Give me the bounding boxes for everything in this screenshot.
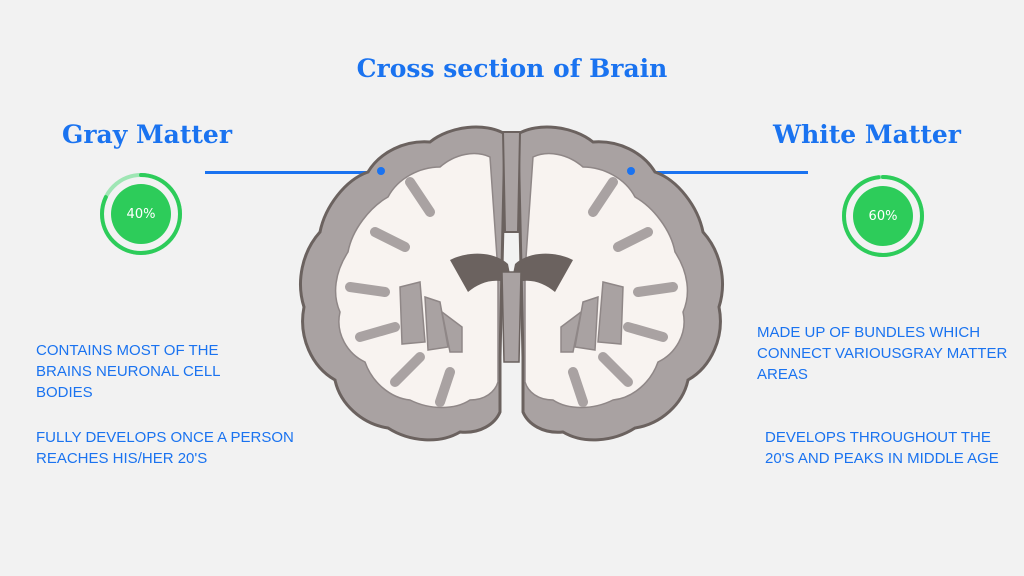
right-gyri-folds xyxy=(568,177,678,407)
right-basal-ganglia xyxy=(560,281,624,353)
white-matter-pointer-dot xyxy=(627,167,635,175)
page-title: Cross section of Brain xyxy=(356,54,668,83)
left-gyri-folds xyxy=(345,177,455,407)
gray-ring-progress xyxy=(100,173,182,255)
gray-matter-percent-ring: 40% xyxy=(98,171,184,257)
gray-matter-pointer-line xyxy=(205,171,381,174)
left-basal-ganglia xyxy=(399,281,463,353)
white-matter-heading: White Matter xyxy=(773,120,961,149)
white-matter-desc-2: DEVELOPS THROUGHOUT THE 20'S AND PEAKS I… xyxy=(765,429,999,467)
white-matter-desc-1: MADE UP OF BUNDLES WHICH CONNECT VARIOUS… xyxy=(757,324,1008,383)
gray-ring-graphic xyxy=(100,173,182,255)
white-ring-fill xyxy=(853,186,913,246)
lateral-ventricles xyxy=(450,253,573,292)
gray-matter-heading: Gray Matter xyxy=(62,120,232,149)
third-ventricle xyxy=(501,271,522,363)
longitudinal-fissure xyxy=(501,131,522,233)
white-ring-progress xyxy=(842,175,924,257)
white-matter-percent-ring: 60% xyxy=(840,173,926,259)
gray-matter-desc-2: FULLY DEVELOPS ONCE A PERSON REACHES HIS… xyxy=(36,429,294,467)
gray-ring-fill xyxy=(111,184,171,244)
gray-matter-desc-1: CONTAINS MOST OF THE BRAINS NEURONAL CEL… xyxy=(36,342,220,401)
brain-cross-section-illustration xyxy=(299,125,724,442)
white-matter-percent: 60% xyxy=(868,208,898,224)
gray-matter-percent: 40% xyxy=(126,206,156,222)
white-ring-graphic xyxy=(842,175,924,257)
white-matter-pointer-line xyxy=(632,171,808,174)
gray-matter-pointer-dot xyxy=(377,167,385,175)
